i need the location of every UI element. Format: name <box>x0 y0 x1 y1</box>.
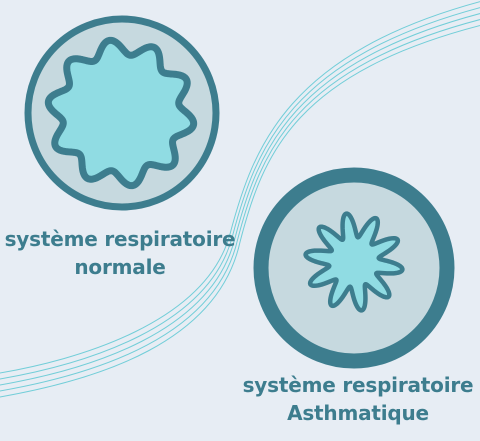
normal-airway-cross-section <box>24 15 220 211</box>
normal-airway-lumen <box>44 36 198 190</box>
asthmatic-system-caption-line2: Asthmatique <box>287 401 429 425</box>
normal-system-caption-line1: système respiratoire <box>4 227 236 251</box>
asthmatic-system-caption-line1: système respiratoire <box>242 373 474 397</box>
flow-line <box>0 13 480 386</box>
asthmatic-airway-lumen <box>303 211 405 313</box>
flow-line <box>0 19 480 392</box>
flow-lines <box>0 1 480 398</box>
asthmatic-system-caption: système respiratoire Asthmatique <box>236 371 480 427</box>
flow-line <box>0 25 480 398</box>
asthmatic-airway-cross-section <box>253 167 455 369</box>
flow-line <box>0 7 480 380</box>
normal-system-caption: système respiratoire normale <box>0 225 240 281</box>
flow-line <box>0 1 480 374</box>
normal-system-caption-line2: normale <box>74 255 166 279</box>
